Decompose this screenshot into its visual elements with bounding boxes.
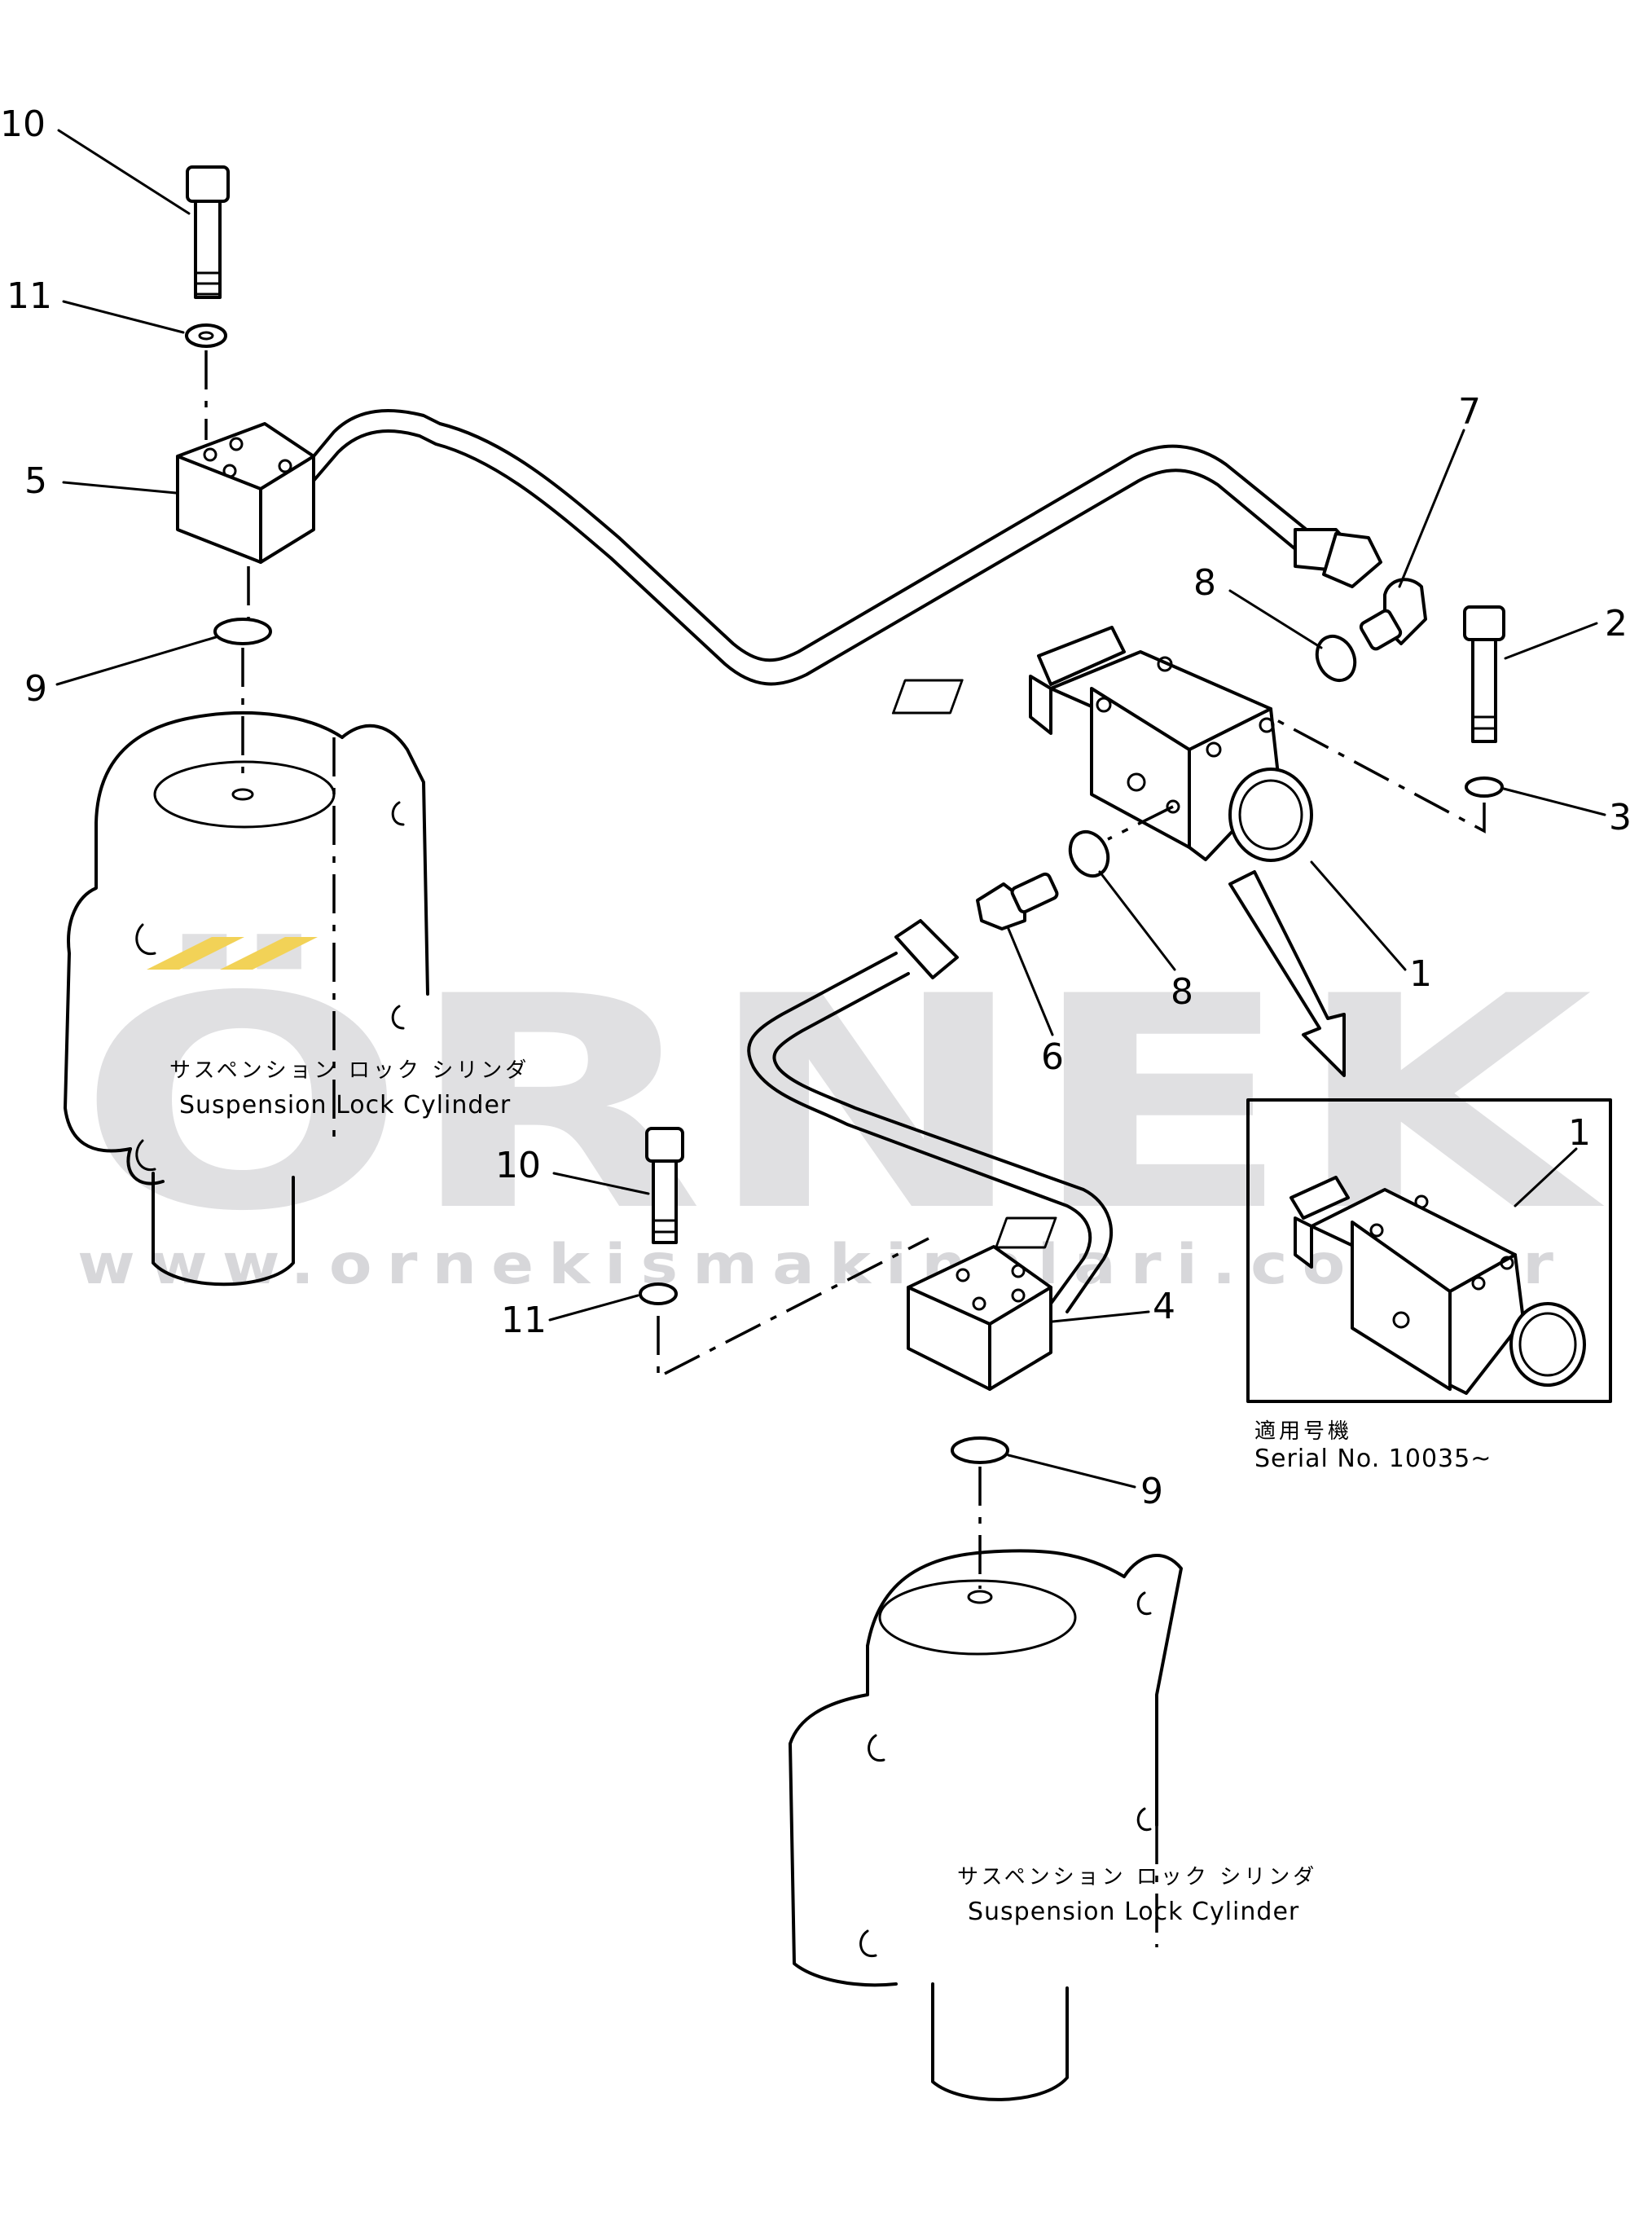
callout-9-bottom: 9 (1140, 1471, 1163, 1512)
cylinder-upper-label-jp: サスペンション ロック シリンダ (169, 1058, 529, 1083)
callout-4: 4 (1153, 1286, 1175, 1327)
fitting-6 (976, 872, 1059, 930)
suspension-lock-cylinder-lower (789, 1549, 1183, 2101)
o-ring-9-bottom (951, 1436, 1009, 1464)
callout-11-top: 11 (7, 275, 52, 317)
callout-5: 5 (24, 460, 47, 502)
elbow-7 (1359, 578, 1427, 651)
callout-6: 6 (1041, 1036, 1064, 1078)
pipe-upper (312, 409, 1382, 686)
callout-10-top: 10 (0, 103, 46, 145)
callout-1-inset: 1 (1568, 1112, 1591, 1154)
washer-11-mid (639, 1282, 678, 1305)
watermark: ÖRNEK www.ornekismakinalari.com.tr (77, 931, 1607, 1298)
block-4 (907, 1245, 1052, 1391)
washer-3 (1465, 776, 1504, 798)
cylinder-lower-label-en: Suspension Lock Cylinder (968, 1898, 1299, 1926)
callout-numbers: 10 11 5 9 7 8 2 3 1 8 6 10 11 4 9 1 (0, 103, 1632, 1512)
cylinder-lower-label-jp: サスペンション ロック シリンダ (957, 1865, 1317, 1889)
o-ring-8-top (1315, 634, 1357, 683)
pipe-lower (747, 919, 1113, 1313)
suspension-lock-cylinder-upper (64, 710, 429, 1287)
inset-label-en: Serial No. 10035~ (1254, 1445, 1492, 1473)
callout-11-mid: 11 (501, 1300, 547, 1341)
inset-label-jp: 適用号機 (1254, 1419, 1352, 1444)
inset-arrow (1228, 870, 1346, 1077)
block-5 (176, 422, 315, 564)
inset-panel (995, 1098, 1612, 1403)
o-ring-8-mid (1068, 829, 1110, 878)
callout-8-mid: 8 (1171, 971, 1193, 1013)
bolt-10-mid (645, 1127, 684, 1244)
bolt-2 (1463, 605, 1505, 743)
callout-3: 3 (1609, 797, 1632, 838)
valve-1 (891, 626, 1313, 862)
o-ring-9-left (213, 618, 272, 645)
callout-8-top: 8 (1193, 562, 1216, 604)
washer-11-top (185, 323, 227, 348)
callout-7: 7 (1458, 391, 1481, 433)
callout-10-mid: 10 (495, 1145, 541, 1186)
leader-lines (55, 129, 1606, 1489)
watermark-accent-right (220, 937, 318, 970)
callout-9-left: 9 (24, 668, 47, 710)
bolt-10-top (186, 165, 230, 299)
watermark-accent-left (147, 937, 244, 970)
callout-1: 1 (1409, 953, 1432, 995)
cylinder-upper-label-en: Suspension Lock Cylinder (179, 1091, 511, 1120)
callout-2: 2 (1605, 603, 1628, 644)
